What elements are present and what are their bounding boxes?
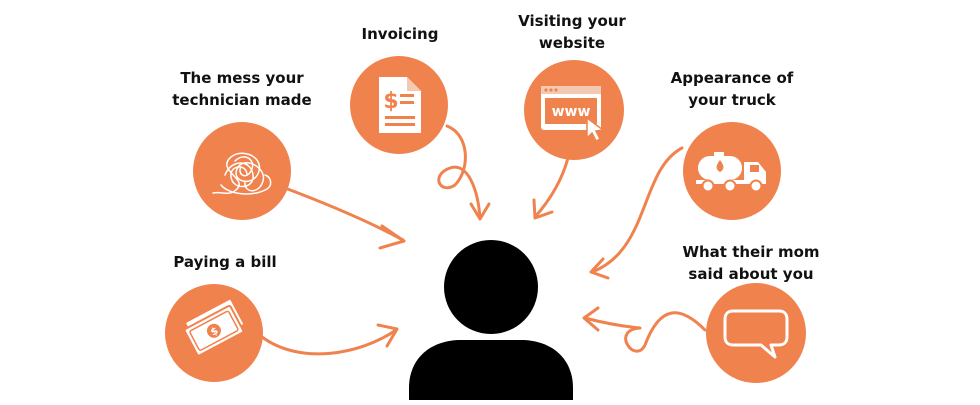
arrow-mom-to-person (583, 311, 707, 353)
arrowhead-mess (378, 224, 406, 250)
arrowhead-truck (589, 257, 610, 280)
circle-invoicing: $ (350, 56, 448, 154)
label-mom: What their mom said about you (676, 241, 826, 285)
label-mess-line-2: technician made (172, 91, 312, 109)
label-truck-line-1: Appearance of (670, 69, 794, 87)
arrow-mess-to-person (283, 186, 405, 242)
label-mom-line-1: What their mom (682, 243, 820, 261)
invoice-dollar-icon: $ (379, 77, 421, 133)
arrow-truck-to-person (590, 146, 684, 274)
person-silhouette-icon (409, 240, 573, 400)
circle-website: www (524, 60, 624, 160)
arrow-invoicing-to-person (437, 124, 482, 220)
cash-bills-icon: $ (183, 297, 245, 357)
circle-truck (683, 122, 781, 220)
center-person (409, 240, 573, 400)
speech-bubble-icon (723, 309, 789, 359)
bill-dollar-sign: $ (209, 326, 220, 339)
label-mess-line-1: The mess your (180, 69, 304, 87)
label-mess: The mess your technician made (172, 67, 312, 111)
circle-bill: $ (165, 284, 263, 382)
invoice-dollar-sign: $ (383, 89, 398, 114)
scribble-icon (212, 152, 272, 195)
arrowhead-mom (582, 306, 600, 332)
www-text: www (552, 104, 591, 120)
arrowhead-website (532, 198, 554, 220)
browser-www-cursor-icon: www (541, 86, 605, 143)
arrow-website-to-person (533, 156, 570, 219)
arrow-bill-to-person (260, 328, 398, 356)
label-bill: Paying a bill (165, 251, 285, 273)
circle-mom (706, 283, 806, 383)
label-bill-line-1: Paying a bill (173, 253, 277, 271)
label-truck: Appearance of your truck (662, 67, 802, 111)
label-invoicing-line-1: Invoicing (361, 25, 439, 43)
label-website-line-2: website (538, 34, 606, 52)
label-website: Visiting your website (510, 10, 634, 54)
label-mom-line-2: said about you (688, 265, 814, 283)
arrowhead-invoicing (469, 202, 491, 221)
label-invoicing: Invoicing (345, 23, 455, 45)
arrowhead-bill (376, 323, 399, 348)
label-website-line-1: Visiting your (518, 12, 626, 30)
tanker-truck-icon (696, 152, 766, 193)
circle-mess (193, 122, 291, 220)
label-truck-line-2: your truck (688, 91, 776, 109)
